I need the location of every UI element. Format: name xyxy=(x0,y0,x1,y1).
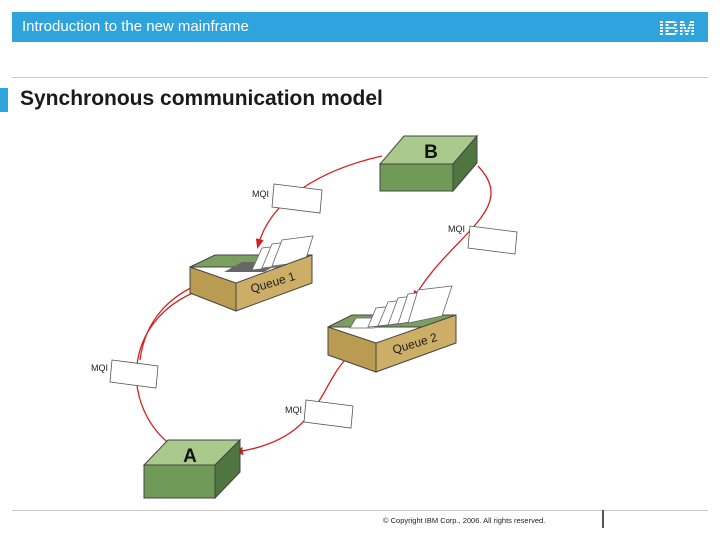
ibm-logo-text: IBM xyxy=(659,18,696,39)
title-divider xyxy=(12,77,708,78)
header-bar: Introduction to the new mainframe IBM xyxy=(12,12,708,42)
slide-title: Synchronous communication model xyxy=(20,87,383,110)
mqi-card-4: MQI xyxy=(285,399,354,429)
queue-1-messages xyxy=(251,235,314,271)
queue-2-tray: Queue 2 xyxy=(327,285,457,373)
footer-tick xyxy=(602,510,604,528)
queue-1-tray: Queue 1 xyxy=(189,235,314,312)
mqi-label-3: MQI xyxy=(91,363,108,373)
node-a-label: A xyxy=(183,446,197,467)
mqi-card-1: MQI xyxy=(252,183,323,214)
mqi-label-4: MQI xyxy=(285,405,302,415)
header-title: Introduction to the new mainframe xyxy=(22,18,249,35)
mqi-label-1: MQI xyxy=(252,189,269,199)
queue-2-messages xyxy=(349,285,453,329)
node-b-label: B xyxy=(424,142,438,163)
mqi-label-2: MQI xyxy=(448,224,465,234)
footer-divider xyxy=(12,510,708,511)
mqi-card-3: MQI xyxy=(91,359,159,389)
node-b-box: B xyxy=(378,134,479,193)
copyright-text: © Copyright IBM Corp., 2006. All rights … xyxy=(383,516,546,525)
ibm-logo: IBM xyxy=(659,18,696,39)
node-a-box: A xyxy=(142,438,242,500)
mqi-card-2: MQI xyxy=(448,224,518,255)
title-accent xyxy=(0,88,8,112)
arrow-b-to-queue2 xyxy=(412,165,492,301)
